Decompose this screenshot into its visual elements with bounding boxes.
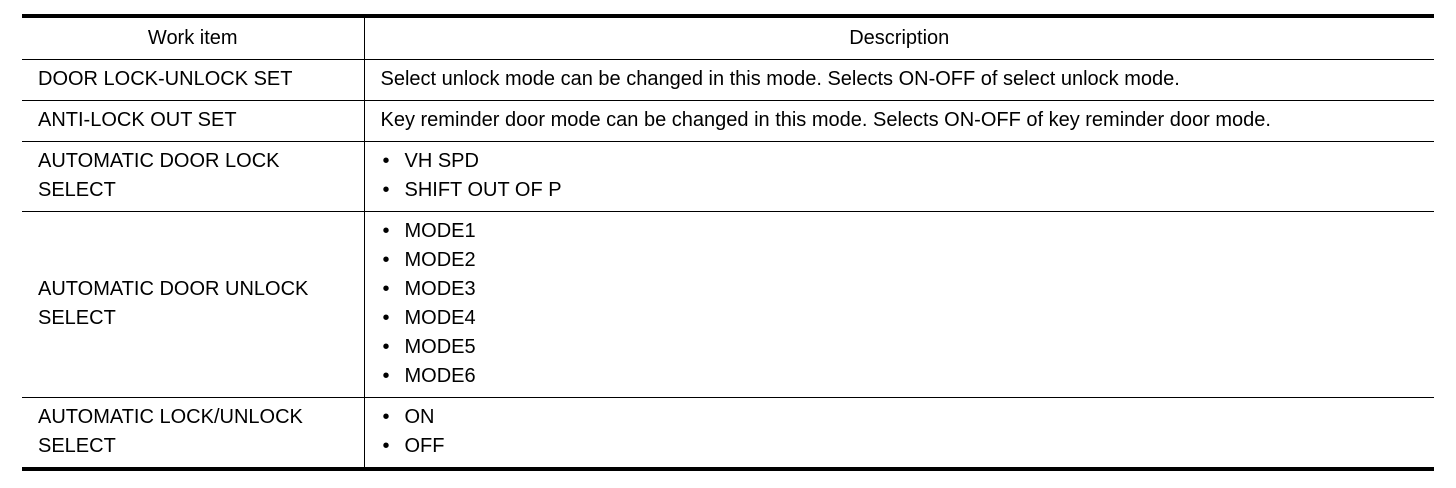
work-item-line: SELECT [38, 307, 116, 329]
list-item: MODE1 [381, 217, 1429, 246]
table-row: AUTOMATIC LOCK/UNLOCK SELECT ON OFF [22, 397, 1434, 469]
list-item: VH SPD [381, 147, 1429, 176]
option-list: MODE1 MODE2 MODE3 MODE4 MODE5 MODE6 [381, 217, 1429, 391]
table-row: AUTOMATIC DOOR UNLOCK SELECT MODE1 MODE2… [22, 211, 1434, 398]
table-header-row: Work item Description [22, 15, 1434, 60]
work-item-cell: ANTI-LOCK OUT SET [22, 100, 365, 142]
work-item-line: SELECT [38, 435, 116, 457]
list-item: SHIFT OUT OF P [381, 176, 1429, 205]
description-cell: VH SPD SHIFT OUT OF P [364, 141, 1434, 212]
work-item-cell: AUTOMATIC DOOR LOCK SELECT [22, 141, 365, 212]
list-item: MODE3 [381, 275, 1429, 304]
work-item-line: AUTOMATIC DOOR LOCK [38, 150, 280, 172]
list-item: OFF [381, 432, 1429, 461]
option-list: ON OFF [381, 403, 1429, 461]
table-row: DOOR LOCK-UNLOCK SET Select unlock mode … [22, 59, 1434, 101]
list-item: MODE2 [381, 246, 1429, 275]
description-cell: ON OFF [364, 397, 1434, 469]
work-item-line: SELECT [38, 179, 116, 201]
description-cell: Select unlock mode can be changed in thi… [364, 59, 1434, 101]
list-item: MODE6 [381, 362, 1429, 391]
column-header-work-item: Work item [22, 15, 365, 60]
work-item-line: AUTOMATIC DOOR UNLOCK [38, 278, 309, 300]
table-row: ANTI-LOCK OUT SET Key reminder door mode… [22, 100, 1434, 142]
list-item: ON [381, 403, 1429, 432]
work-item-cell: AUTOMATIC DOOR UNLOCK SELECT [22, 211, 365, 398]
table-row: AUTOMATIC DOOR LOCK SELECT VH SPD SHIFT … [22, 141, 1434, 212]
description-cell: Key reminder door mode can be changed in… [364, 100, 1434, 142]
work-item-cell: DOOR LOCK-UNLOCK SET [22, 59, 365, 101]
list-item: MODE5 [381, 333, 1429, 362]
work-item-line: AUTOMATIC LOCK/UNLOCK [38, 406, 303, 428]
work-item-cell: AUTOMATIC LOCK/UNLOCK SELECT [22, 397, 365, 469]
list-item: MODE4 [381, 304, 1429, 333]
description-cell: MODE1 MODE2 MODE3 MODE4 MODE5 MODE6 [364, 211, 1434, 398]
option-list: VH SPD SHIFT OUT OF P [381, 147, 1429, 205]
work-item-table: Work item Description DOOR LOCK-UNLOCK S… [22, 14, 1434, 471]
column-header-description: Description [364, 15, 1434, 60]
